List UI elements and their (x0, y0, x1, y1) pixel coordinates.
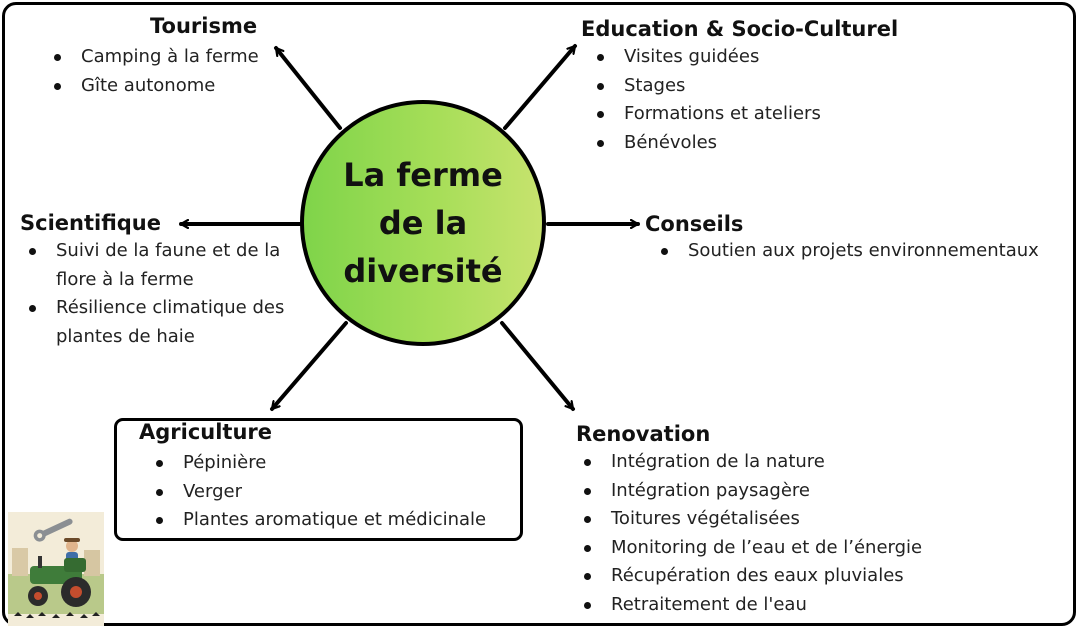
list-education: Visites guidées Stages Formations et ate… (597, 43, 897, 157)
list-item: Stages (597, 72, 897, 101)
section-title-conseils: Conseils (645, 212, 744, 236)
list-item: Bénévoles (597, 129, 897, 158)
list-item: Suivi de la faune et de la flore à la fe… (29, 237, 299, 294)
list-item: Pépinière (156, 449, 516, 478)
list-item: Récupération des eaux pluviales (584, 562, 1004, 591)
section-education: Education & Socio-Culturel (581, 15, 1001, 43)
section-title-scientifique: Scientifique (20, 211, 161, 235)
list-item: Gîte autonome (54, 72, 314, 101)
section-title-agriculture: Agriculture (139, 420, 273, 444)
list-scientifique: Suivi de la faune et de la flore à la fe… (29, 237, 299, 351)
list-renovation: Intégration de la nature Intégration pay… (584, 448, 1004, 619)
list-tourisme: Camping à la ferme Gîte autonome (54, 43, 314, 100)
list-item: Verger (156, 478, 516, 507)
agriculture-box (114, 418, 523, 541)
center-title: La ferme de la diversité (343, 156, 503, 290)
arrow-renovation (500, 321, 575, 411)
arrow-agriculture (270, 321, 348, 411)
list-item: Intégration paysagère (584, 477, 1004, 506)
farmer-on-tractor-icon (8, 512, 104, 626)
section-title-tourisme: Tourisme (150, 14, 258, 38)
section-title-education: Education & Socio-Culturel (581, 17, 899, 41)
section-agriculture: Agriculture (139, 418, 399, 446)
section-scientifique: Scientifique (20, 209, 220, 237)
list-item: Retraitement de l'eau (584, 591, 1004, 620)
section-renovation: Renovation (576, 420, 836, 448)
list-conseils: Soutien aux projets environnementaux (661, 237, 1071, 266)
list-item: Formations et ateliers (597, 100, 897, 129)
arrow-education (503, 44, 577, 130)
section-title-renovation: Renovation (576, 422, 711, 446)
list-item: Intégration de la nature (584, 448, 1004, 477)
list-item: Visites guidées (597, 43, 897, 72)
section-tourisme: Tourisme (150, 12, 410, 40)
list-item: Résilience climatique des plantes de hai… (29, 294, 299, 351)
arrow-tourisme (274, 46, 342, 130)
list-item: Monitoring de l’eau et de l’énergie (584, 534, 1004, 563)
list-item: Toitures végétalisées (584, 505, 1004, 534)
list-agriculture: Pépinière Verger Plantes aromatique et m… (156, 449, 516, 535)
section-conseils: Conseils (645, 210, 845, 238)
list-item: Camping à la ferme (54, 43, 314, 72)
center-circle: La ferme de la diversité (300, 100, 546, 346)
list-item: Plantes aromatique et médicinale (156, 506, 516, 535)
list-item: Soutien aux projets environnementaux (661, 237, 1071, 266)
